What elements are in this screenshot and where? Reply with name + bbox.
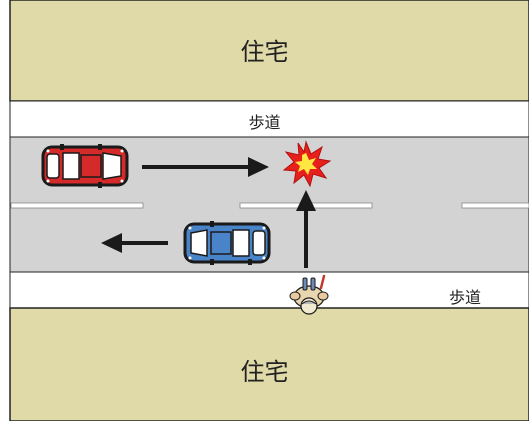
lane-mark-3	[461, 202, 529, 209]
blue-car-icon	[183, 221, 271, 265]
sidewalk-label-top: 歩道	[248, 113, 281, 132]
arrow-left-icon	[101, 233, 168, 253]
explosion-icon	[282, 140, 332, 188]
arrow-right-icon	[142, 157, 269, 177]
house-block-bottom	[9, 307, 529, 421]
residential-label-bottom: 住宅	[240, 358, 289, 386]
red-car-icon	[41, 144, 129, 188]
pedestrian-icon	[289, 274, 329, 315]
house-block-top	[9, 0, 529, 102]
lane-mark-1	[10, 202, 144, 209]
residential-label-top: 住宅	[240, 38, 289, 66]
sidewalk-top	[9, 100, 529, 138]
sidewalk-label-bottom: 歩道	[448, 288, 481, 307]
arrow-up-icon	[296, 190, 316, 268]
